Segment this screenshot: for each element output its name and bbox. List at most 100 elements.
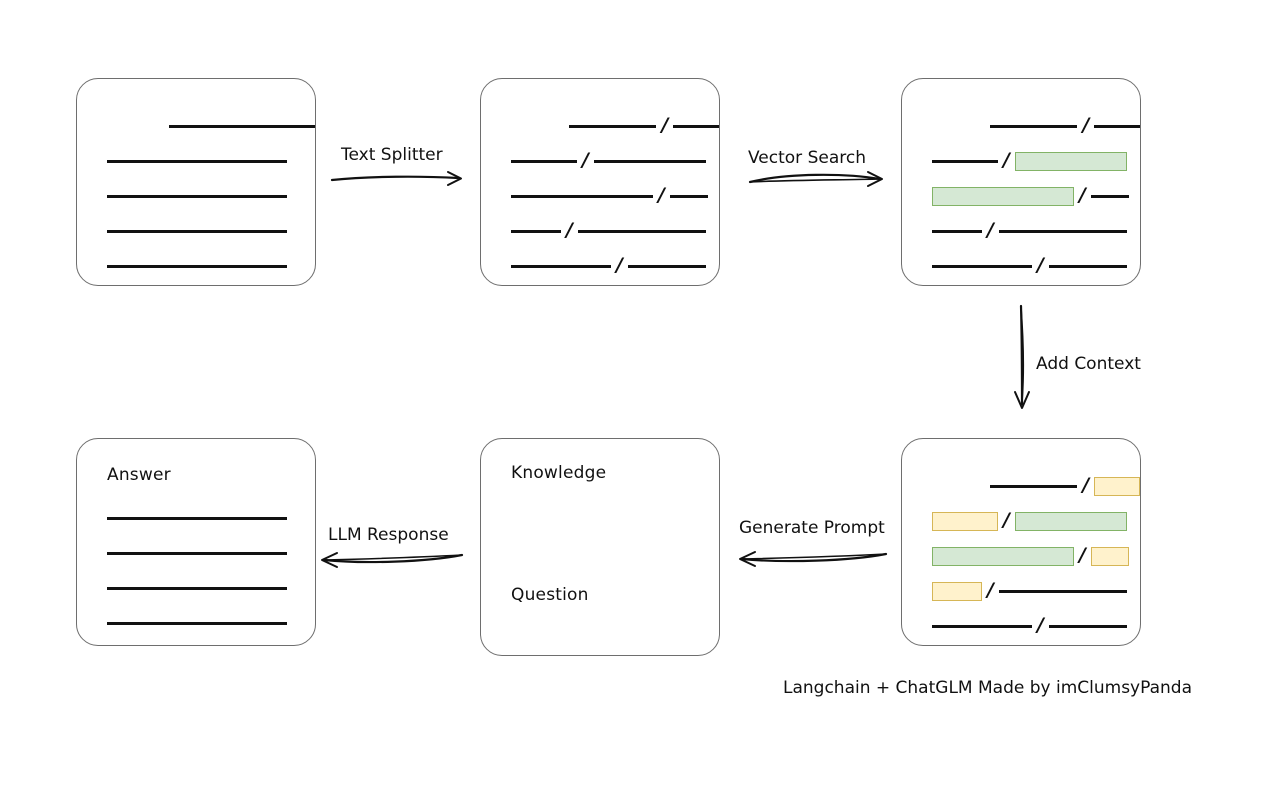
document-row: / <box>932 504 1140 539</box>
knowledge-bar-2 <box>511 527 693 546</box>
segment-separator: / <box>1082 474 1090 496</box>
question-bar-1 <box>511 615 693 634</box>
text-line-segment <box>998 230 1127 233</box>
text-line-segment <box>669 195 708 198</box>
segment-separator: / <box>582 149 589 171</box>
document-row <box>107 214 315 249</box>
segment-separator: / <box>661 114 669 136</box>
question-heading: Question <box>511 585 589 605</box>
answer-heading: Answer <box>107 465 171 485</box>
credit-text: Langchain + ChatGLM Made by imClumsyPand… <box>783 678 1192 698</box>
highlighted-segment-yellow <box>932 512 998 531</box>
edge-label-vector-search: Vector Search <box>748 148 866 168</box>
text-line-segment <box>932 625 1032 628</box>
answer-box[interactable]: Answer <box>76 438 316 646</box>
highlighted-segment-green <box>1014 152 1127 171</box>
segment-separator: / <box>1037 614 1044 636</box>
arrow-llm-response <box>321 552 464 568</box>
knowledge-bar-3 <box>511 561 693 580</box>
answer-rows <box>77 501 315 641</box>
document-row <box>107 571 315 606</box>
document-row: / <box>932 469 1140 504</box>
source-document-box[interactable] <box>76 78 316 286</box>
edge-label-add-context: Add Context <box>1036 354 1141 374</box>
arrow-vector-search <box>748 171 883 187</box>
text-line-segment <box>932 160 998 163</box>
document-row: / <box>511 144 719 179</box>
knowledge-bar-1 <box>511 493 693 512</box>
text-line-segment <box>511 160 577 163</box>
segment-separator: / <box>658 184 665 206</box>
highlighted-segment-green <box>932 547 1074 566</box>
segment-separator: / <box>616 254 623 276</box>
segment-separator: / <box>1079 544 1086 566</box>
document-row: / <box>932 574 1140 609</box>
document-row: / <box>932 249 1140 284</box>
text-line-segment <box>1090 195 1129 198</box>
highlighted-segment-green <box>932 187 1074 206</box>
text-line-segment <box>107 265 287 268</box>
retrieved-chunks-box[interactable]: / / / / / <box>901 78 1141 286</box>
edge-label-text-splitter: Text Splitter <box>341 145 443 165</box>
split-chunks-box[interactable]: / / / / / <box>480 78 720 286</box>
highlighted-segment-green <box>1014 512 1127 531</box>
arrow-generate-prompt <box>739 551 888 567</box>
text-line-segment <box>107 517 287 520</box>
segment-separator: / <box>1003 149 1010 171</box>
edge-label-llm-response: LLM Response <box>328 525 449 545</box>
prompt-box[interactable]: Knowledge Question <box>480 438 720 656</box>
text-line-segment <box>932 230 982 233</box>
document-row: / <box>932 214 1140 249</box>
segment-separator: / <box>1037 254 1044 276</box>
text-line-segment <box>1094 125 1140 128</box>
text-line-segment <box>577 230 706 233</box>
document-row: / <box>511 249 719 284</box>
text-line-segment <box>932 265 1032 268</box>
document-row: / <box>511 214 719 249</box>
document-row <box>107 179 315 214</box>
arrow-add-context <box>1014 304 1030 409</box>
document-row: / <box>932 609 1140 644</box>
document-row: / <box>932 179 1140 214</box>
context-chunks-box[interactable]: / / / / / <box>901 438 1141 646</box>
text-line-segment <box>593 160 706 163</box>
retrieved-chunks-rows: / / / / / <box>902 109 1140 284</box>
document-row: / <box>511 109 719 144</box>
document-row <box>107 249 315 284</box>
context-chunks-rows: / / / / / <box>902 469 1140 644</box>
text-line-segment <box>627 265 706 268</box>
segment-separator: / <box>1082 114 1090 136</box>
text-line-segment <box>107 230 287 233</box>
document-row: / <box>511 179 719 214</box>
text-line-segment <box>998 590 1127 593</box>
document-row <box>107 501 315 536</box>
text-line-segment <box>169 125 315 128</box>
highlighted-segment-yellow <box>1094 477 1140 496</box>
highlighted-segment-yellow <box>932 582 982 601</box>
segment-separator: / <box>1003 509 1010 531</box>
text-line-segment <box>511 230 561 233</box>
document-row <box>107 144 315 179</box>
segment-separator: / <box>1079 184 1086 206</box>
segment-separator: / <box>987 579 994 601</box>
arrow-text-splitter <box>330 171 462 186</box>
text-line-segment <box>990 485 1078 488</box>
document-row <box>107 606 315 641</box>
edge-label-generate-prompt: Generate Prompt <box>739 518 885 538</box>
text-line-segment <box>107 552 287 555</box>
segment-separator: / <box>566 219 573 241</box>
text-line-segment <box>107 587 287 590</box>
split-chunks-rows: / / / / / <box>481 109 719 284</box>
text-line-segment <box>511 265 611 268</box>
text-line-segment <box>1048 265 1127 268</box>
highlighted-segment-yellow <box>1090 547 1129 566</box>
document-row: / <box>932 109 1140 144</box>
segment-separator: / <box>987 219 994 241</box>
source-document-rows <box>77 109 315 284</box>
document-row <box>107 109 315 144</box>
text-line-segment <box>569 125 657 128</box>
text-line-segment <box>673 125 719 128</box>
text-line-segment <box>107 195 287 198</box>
knowledge-heading: Knowledge <box>511 463 607 483</box>
